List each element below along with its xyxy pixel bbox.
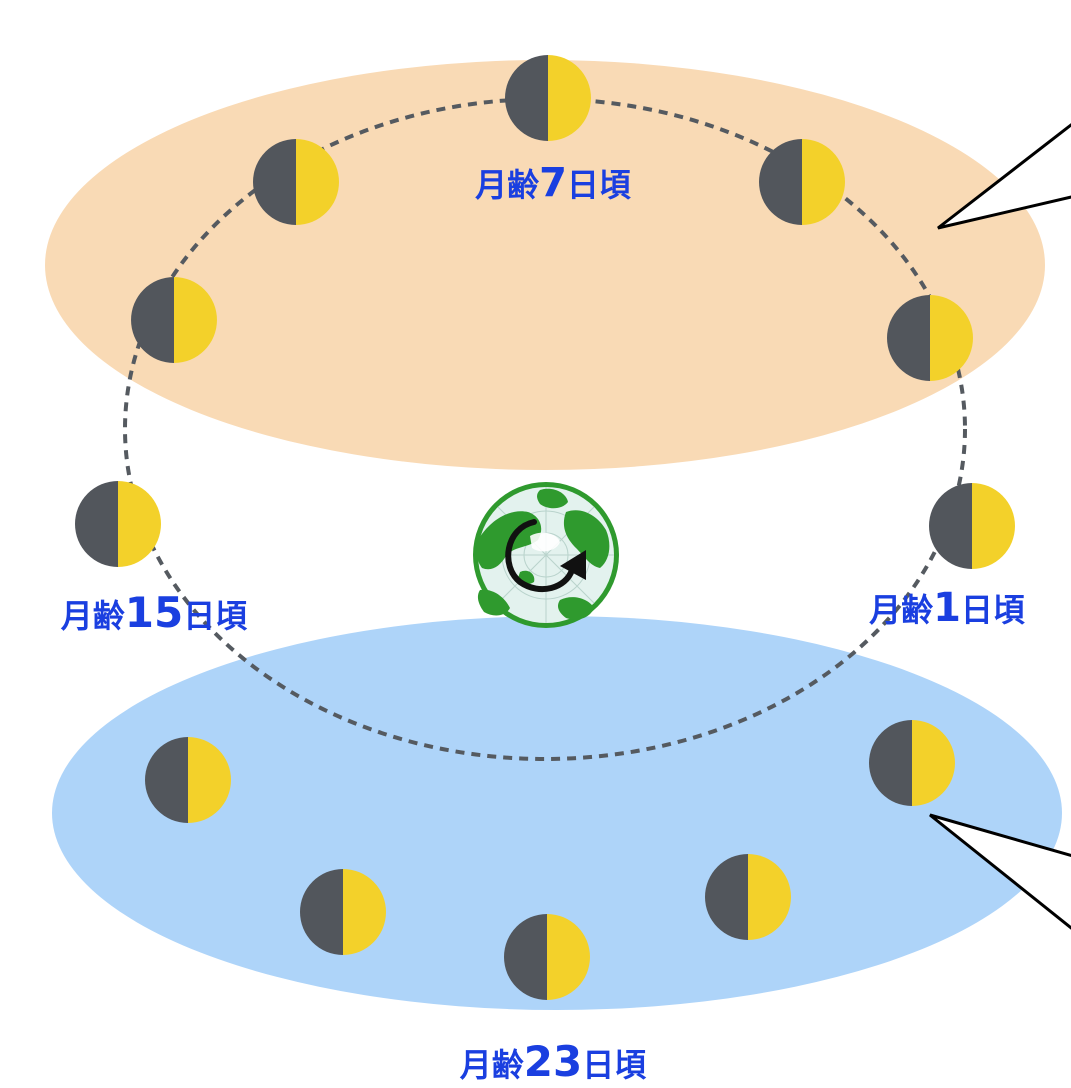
- moon-dark-half: [869, 720, 912, 806]
- moon-lit-half: [296, 139, 339, 225]
- moon-dark-half: [504, 914, 547, 1000]
- half-moon-icon: [929, 483, 1015, 569]
- moon-dark-half: [705, 854, 748, 940]
- half-moon-icon: [505, 55, 591, 141]
- moon-dark-half: [300, 869, 343, 955]
- half-moon-icon: [887, 295, 973, 381]
- earth-north-pole-icon: [473, 482, 619, 628]
- moon-positions: [75, 55, 1015, 1000]
- moon-lit-half: [343, 869, 386, 955]
- callout-pointer-upper: [937, 123, 1071, 230]
- half-moon-icon: [300, 869, 386, 955]
- half-moon-icon: [145, 737, 231, 823]
- label-age-7: 月齢7日頃: [475, 160, 631, 206]
- moon-dark-half: [759, 139, 802, 225]
- half-moon-icon: [759, 139, 845, 225]
- moon-lit-half: [972, 483, 1015, 569]
- moon-lit-half: [748, 854, 791, 940]
- moon-lit-half: [188, 737, 231, 823]
- moon-dark-half: [145, 737, 188, 823]
- moon-lit-half: [547, 914, 590, 1000]
- label-age-23: 月齢23日頃: [460, 1037, 646, 1086]
- moon-dark-half: [131, 277, 174, 363]
- callout-pointer-lower: [929, 813, 1071, 930]
- moon-dark-half: [887, 295, 930, 381]
- moon-lit-half: [548, 55, 591, 141]
- half-moon-icon: [131, 277, 217, 363]
- label-age-1: 月齢1日頃: [869, 585, 1025, 631]
- moon-dark-half: [505, 55, 548, 141]
- label-age-15: 月齢15日頃: [61, 588, 247, 637]
- moon-dark-half: [253, 139, 296, 225]
- moon-lit-half: [930, 295, 973, 381]
- rotation-arrow-icon: [505, 519, 575, 593]
- half-moon-icon: [869, 720, 955, 806]
- moon-dark-half: [929, 483, 972, 569]
- moon-lit-half: [174, 277, 217, 363]
- rotation-arrowhead: [560, 550, 586, 580]
- half-moon-icon: [253, 139, 339, 225]
- moon-lit-half: [802, 139, 845, 225]
- moon-lit-half: [118, 481, 161, 567]
- moon-orbit: [123, 97, 967, 761]
- half-moon-icon: [75, 481, 161, 567]
- half-moon-icon: [705, 854, 791, 940]
- half-moon-icon: [504, 914, 590, 1000]
- moon-dark-half: [75, 481, 118, 567]
- moon-lit-half: [912, 720, 955, 806]
